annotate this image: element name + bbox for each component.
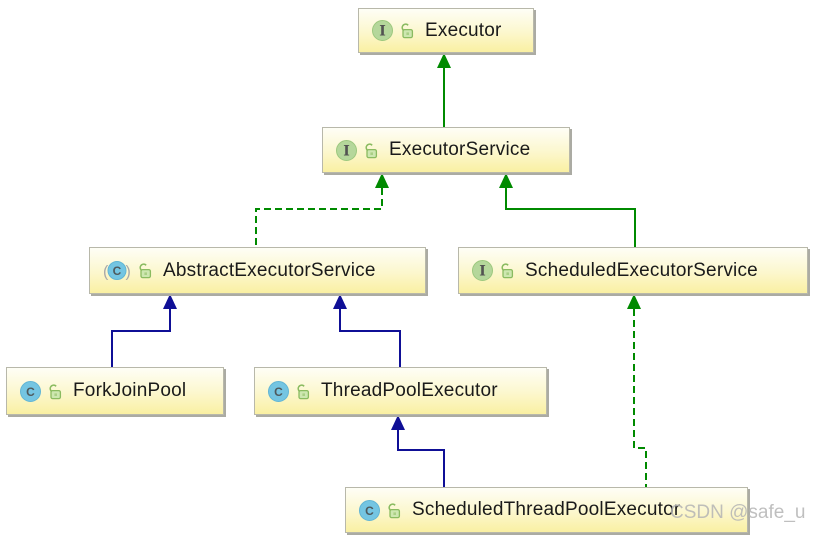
interface-icon: I (472, 260, 493, 281)
edge-line (505, 188, 636, 247)
class-icon: C (359, 499, 380, 521)
edge-line (255, 188, 383, 247)
extends-arrowhead-icon (163, 294, 177, 309)
class-icon: C (268, 380, 289, 402)
svg-text:I: I (379, 24, 386, 40)
public-lock-icon (500, 262, 514, 279)
edge-threadpoolexecutor-extends-abstractexecutorservice[interactable] (333, 294, 401, 367)
public-lock-icon (138, 262, 152, 279)
public-lock-icon (48, 383, 62, 400)
node-thread-pool-executor[interactable]: C ThreadPoolExecutor (254, 367, 547, 415)
node-scheduled-thread-pool-executor[interactable]: C ScheduledThreadPoolExecutor (345, 487, 748, 533)
svg-text:C: C (365, 504, 374, 518)
public-lock-icon (364, 142, 378, 159)
abstract-class-icon: ( C) (103, 260, 131, 281)
edge-line (397, 429, 445, 487)
node-label: ThreadPoolExecutor (321, 380, 498, 401)
node-executor-service[interactable]: I ExecutorService (322, 127, 570, 173)
implements-arrowhead-icon (375, 173, 389, 188)
extends-arrowhead-icon (437, 53, 451, 68)
edge-line (339, 308, 401, 367)
node-label: Executor (425, 19, 502, 41)
node-abstract-executor-service[interactable]: ( C) AbstractExecutorService (89, 247, 426, 294)
edge-executorservice-extends-executor[interactable] (437, 53, 451, 127)
node-label: ScheduledThreadPoolExecutor (412, 499, 681, 520)
edge-scheduledexecutorservice-extends-executorservice[interactable] (499, 173, 636, 247)
node-label: AbstractExecutorService (163, 259, 376, 281)
node-label: ExecutorService (389, 139, 531, 160)
extends-arrowhead-icon (391, 415, 405, 430)
svg-text:I: I (343, 143, 350, 159)
node-scheduled-executor-service[interactable]: I ScheduledExecutorService (458, 247, 808, 294)
edge-forkjoinpool-extends-abstractexecutorservice[interactable] (111, 294, 177, 367)
edge-scheduledthreadpoolexecutor-implements-scheduledexecutorservice[interactable] (627, 294, 647, 487)
public-lock-icon (387, 502, 401, 519)
public-lock-icon (296, 383, 310, 400)
svg-text:C: C (26, 385, 35, 399)
svg-text:C: C (274, 385, 283, 399)
node-executor[interactable]: I Executor (358, 8, 534, 53)
interface-icon: I (336, 139, 357, 161)
class-icon: C (20, 380, 41, 402)
edge-line (633, 309, 647, 487)
svg-text:(: ( (103, 264, 109, 281)
svg-text:I: I (479, 264, 486, 280)
edge-abstractexecutorservice-implements-executorservice[interactable] (255, 173, 389, 247)
node-label: ForkJoinPool (73, 380, 187, 401)
extends-arrowhead-icon (499, 173, 513, 188)
public-lock-icon (400, 22, 414, 39)
node-label: ScheduledExecutorService (525, 259, 758, 281)
svg-text:C: C (113, 264, 122, 278)
edge-scheduledthreadpoolexecutor-extends-threadpoolexecutor[interactable] (391, 415, 445, 487)
interface-icon: I (372, 20, 393, 41)
extends-arrowhead-icon (333, 294, 347, 309)
edge-line (111, 308, 171, 367)
svg-text:): ) (126, 264, 131, 281)
implements-arrowhead-icon (627, 294, 641, 309)
node-fork-join-pool[interactable]: C ForkJoinPool (6, 367, 224, 415)
